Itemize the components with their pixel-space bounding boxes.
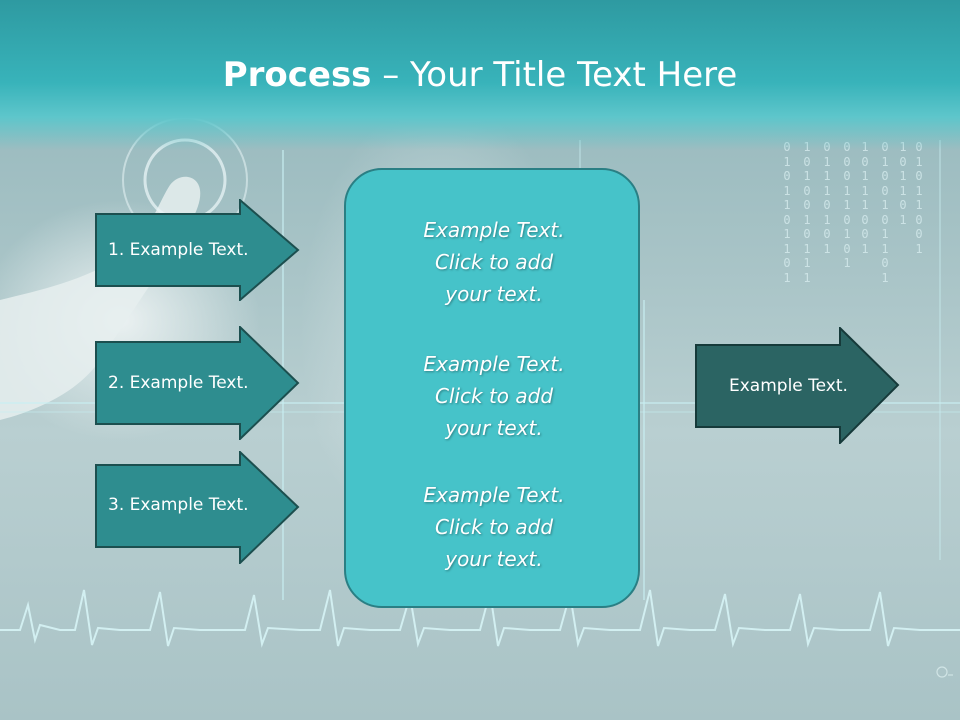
binary-column: 101101 (899, 140, 907, 227)
input-arrow-2[interactable]: 2. Example Text. (95, 326, 300, 440)
arrow-shape (95, 326, 300, 440)
slide-title[interactable]: Process – Your Title Text Here (0, 54, 960, 96)
box-line: your text. (445, 282, 543, 306)
arrow-shape (95, 199, 300, 301)
title-regular-part: – Your Title Text Here (371, 55, 738, 95)
title-bold-part: Process (222, 55, 372, 95)
output-arrow[interactable]: Example Text. (695, 327, 900, 444)
input-arrow-3[interactable]: 3. Example Text. (95, 451, 300, 564)
center-text-box[interactable]: Example Text. Click to add your text. Ex… (344, 168, 640, 608)
binary-column: 01110101 (823, 140, 831, 256)
box-line: Example Text. (423, 483, 565, 507)
binary-column: 0100101101 (881, 140, 889, 285)
box-line: Example Text. (423, 218, 565, 242)
box-line: Example Text. (423, 352, 565, 376)
box-line: Click to add (434, 250, 554, 274)
output-arrow-label: Example Text. (729, 375, 848, 396)
box-paragraph-1: Example Text. Click to add your text. (346, 214, 642, 310)
input-arrow-1[interactable]: 1. Example Text. (95, 199, 300, 301)
arrow-shape (695, 327, 900, 444)
box-line: your text. (445, 547, 543, 571)
input-arrow-label: 3. Example Text. (108, 495, 249, 515)
box-line: Click to add (434, 384, 554, 408)
box-line: your text. (445, 416, 543, 440)
box-paragraph-2: Example Text. Click to add your text. (346, 348, 642, 444)
binary-column: 000110101 (843, 140, 851, 270)
binary-column: 01011001 (915, 140, 923, 256)
input-arrow-label: 1. Example Text. (108, 240, 249, 260)
box-paragraph-3: Example Text. Click to add your text. (346, 479, 642, 575)
arrow-shape (95, 451, 300, 564)
watermark-icon (936, 666, 953, 678)
heartbeat-line (0, 589, 960, 648)
input-arrow-label: 2. Example Text. (108, 373, 249, 393)
title-banner (0, 0, 960, 150)
box-line: Click to add (434, 515, 554, 539)
